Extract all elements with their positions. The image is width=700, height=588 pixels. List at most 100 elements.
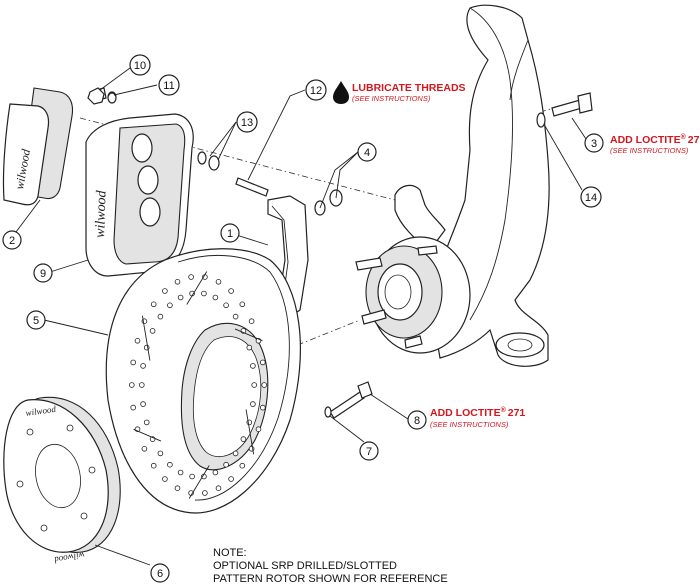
- hat-bolt-holes: [16, 424, 96, 532]
- rotor-drill-holes: [129, 271, 268, 499]
- rotor-drill-hole: [149, 328, 156, 334]
- callout-3: 3: [584, 133, 604, 153]
- rotor-drill-hole: [223, 461, 229, 468]
- lubricate-label: LUBRICATE THREADS: [352, 82, 466, 94]
- rotor-drill-hole: [174, 485, 181, 492]
- wheel-studs: [355, 245, 438, 349]
- lubricate-threads-note: LUBRICATE THREADS (SEE INSTRUCTIONS): [333, 81, 466, 104]
- rotor-drill-hole: [189, 473, 195, 480]
- rotor-drill-hole: [223, 302, 229, 309]
- rotor-slot: [133, 428, 162, 442]
- callout-label: 11: [163, 80, 174, 92]
- leader-lines: [15, 67, 589, 566]
- callout-11: 11: [158, 74, 180, 96]
- spacers-4: [314, 189, 343, 216]
- callout-label: 3: [591, 138, 597, 150]
- washer-11: [107, 92, 117, 104]
- rotor-drill-hole: [162, 288, 168, 294]
- nut-10: [87, 87, 105, 105]
- rotor-drill-hole: [248, 318, 255, 325]
- rotor-drill-hole: [174, 278, 181, 285]
- callout-label: 1: [227, 228, 233, 240]
- callout-2: 2: [2, 230, 22, 250]
- rotor-drill-hole: [150, 462, 157, 469]
- lubricate-sub-label: (SEE INSTRUCTIONS): [352, 94, 431, 103]
- loctite-bottom-sub-label: (SEE INSTRUCTIONS): [430, 420, 509, 429]
- rotor-slot: [186, 271, 208, 305]
- callout-14: 14: [580, 186, 602, 208]
- rotor-drill-hole: [259, 404, 266, 411]
- rotor-drill-hole: [255, 426, 262, 433]
- note-heading: NOTE:: [213, 547, 247, 559]
- rotor-drill-hole: [246, 344, 253, 351]
- loctite-top-sub-label: (SEE INSTRUCTIONS): [610, 146, 689, 155]
- rotor-drill-hole: [251, 382, 258, 388]
- rotor-drill-hole: [212, 469, 219, 476]
- rotor-drill-hole: [232, 313, 239, 320]
- note-line-2: OPTIONAL SRP DRILLED/SLOTTED: [213, 560, 397, 572]
- rotor-drill-hole: [215, 278, 222, 285]
- note-line-3: PATTERN ROTOR SHOWN FOR REFERENCE: [213, 573, 448, 585]
- callout-label: 7: [366, 446, 372, 458]
- callout-9: 9: [33, 263, 53, 283]
- callout-label: 14: [585, 192, 597, 204]
- loctite-bottom-note: ADD LOCTITE®271 (SEE INSTRUCTIONS): [430, 406, 525, 429]
- callout-label: 10: [134, 60, 146, 72]
- rotor-slot: [141, 315, 151, 361]
- callout-4: 4: [357, 142, 377, 162]
- rotor-drill-hole: [240, 436, 247, 442]
- callout-label: 5: [33, 315, 39, 327]
- washers-13: [197, 151, 220, 171]
- loctite-bottom-label: ADD LOCTITE: [430, 407, 501, 419]
- rotor-drill-hole: [140, 363, 146, 369]
- callout-8: 8: [407, 410, 427, 430]
- loctite-bottom-number: 271: [508, 407, 526, 419]
- callout-13: 13: [236, 111, 258, 133]
- rotor-drill-hole: [201, 290, 207, 297]
- callout-10: 10: [129, 54, 151, 76]
- footer-note: NOTE: OPTIONAL SRP DRILLED/SLOTTED PATTE…: [213, 547, 448, 585]
- brake-rotor: [105, 248, 302, 514]
- loctite-top-number: 271: [688, 134, 700, 146]
- rotor-drill-hole: [134, 337, 141, 344]
- bolt-8: [329, 381, 373, 419]
- brake-caliper: wilwood: [85, 87, 194, 277]
- oil-drop-icon: [333, 81, 349, 104]
- loctite-top-reg: ®: [681, 133, 687, 141]
- rotor-slot: [188, 465, 210, 499]
- callout-7: 7: [359, 441, 379, 461]
- rotor-drill-hole: [177, 469, 184, 476]
- rotor-drill-hole: [232, 450, 239, 457]
- rotor-drill-hole: [239, 462, 246, 469]
- callout-label: 6: [157, 568, 163, 580]
- brake-pads: wilwood: [2, 87, 74, 206]
- callout-label: 2: [9, 235, 15, 247]
- rotor-slot: [234, 328, 263, 342]
- rotor-drill-hole: [150, 301, 157, 308]
- loctite-bottom-reg: ®: [501, 406, 507, 414]
- rotor-drill-hole: [250, 401, 256, 407]
- caliper-logo: wilwood: [93, 189, 110, 238]
- callout-1: 1: [220, 223, 240, 243]
- callout-label: 8: [414, 415, 420, 427]
- loctite-top-note: ADD LOCTITE®271 (SEE INSTRUCTIONS): [610, 133, 700, 155]
- wheel-hub: [355, 236, 471, 354]
- rotor-drill-hole: [162, 476, 168, 482]
- callout-5: 5: [26, 310, 46, 330]
- rotor-drill-hole: [239, 301, 246, 308]
- hat-logo-top: wilwood: [25, 404, 57, 418]
- rotor-drill-hole: [215, 485, 222, 492]
- loctite-bottom-line: ADD LOCTITE®271: [430, 406, 525, 419]
- rotor-drill-hole: [157, 313, 164, 320]
- callout-12: 12: [305, 79, 327, 101]
- callout-6: 6: [150, 563, 170, 583]
- loctite-top-line: ADD LOCTITE®271: [610, 133, 700, 146]
- rotor-drill-hole: [261, 382, 268, 388]
- rotor-drill-hole: [130, 359, 137, 366]
- rotor-slot: [245, 409, 255, 455]
- rotor-drill-hole: [177, 294, 184, 301]
- washer-7: [324, 406, 332, 418]
- rotor-drill-hole: [141, 445, 148, 452]
- caliper-pistons: [131, 133, 161, 227]
